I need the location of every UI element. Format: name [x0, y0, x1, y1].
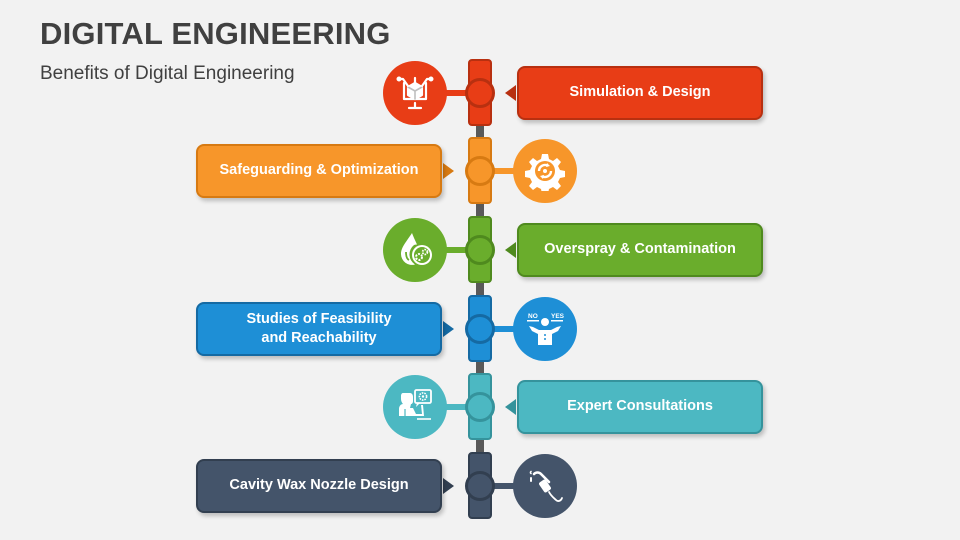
connector-line: [480, 325, 520, 332]
svg-text:YES: YES: [551, 313, 565, 320]
gear-cycle-icon: [525, 151, 565, 191]
timeline-node: [465, 77, 495, 108]
icon-badge: [383, 374, 447, 439]
callout-pointer: [505, 241, 516, 258]
connector-line: [440, 246, 480, 253]
page-subtitle: Benefits of Digital Engineering: [40, 63, 295, 84]
svg-text:NO: NO: [528, 313, 538, 320]
step-label: Simulation & Design: [569, 84, 711, 100]
step-label-box: Simulation & Design: [517, 65, 763, 120]
step-label-box: Expert Consultations: [517, 379, 763, 434]
timeline-node: [465, 155, 495, 186]
callout-pointer: [443, 477, 454, 494]
step-label: Safeguarding & Optimization: [219, 162, 419, 178]
icon-badge: [383, 60, 447, 125]
droplet-bacteria-icon: [395, 230, 435, 270]
step-label: Studies of Feasibility and Reachability: [246, 310, 392, 346]
callout-pointer: [505, 84, 516, 101]
timeline-node: [465, 391, 495, 422]
yes-no-balance-icon: NO YES: [525, 309, 565, 349]
icon-badge: NO YES: [513, 296, 577, 361]
fuel-nozzle-icon: [525, 466, 565, 506]
spine-link: [476, 438, 484, 454]
icon-badge: [513, 138, 577, 203]
consultant-icon: [395, 387, 435, 427]
connector-line: [440, 403, 480, 410]
step-label-box: Cavity Wax Nozzle Design: [196, 458, 442, 513]
timeline-node: [465, 470, 495, 501]
callout-pointer: [443, 320, 454, 337]
timeline-node: [465, 313, 495, 344]
connector-line: [480, 482, 520, 489]
timeline-node: [465, 234, 495, 265]
computer-cube-icon: [395, 73, 435, 113]
page-title: DIGITAL ENGINEERING: [40, 16, 391, 51]
spine-link: [476, 360, 484, 375]
icon-badge: [513, 453, 577, 518]
step-label-box: Safeguarding & Optimization: [196, 143, 442, 198]
step-label-box: Studies of Feasibility and Reachability: [196, 301, 442, 356]
callout-pointer: [505, 398, 516, 415]
step-label: Cavity Wax Nozzle Design: [229, 477, 409, 493]
step-label: Overspray & Contamination: [544, 241, 736, 257]
connector-line: [480, 167, 520, 174]
spine-link: [476, 281, 484, 297]
connector-line: [440, 89, 480, 96]
callout-pointer: [443, 162, 454, 179]
icon-badge: [383, 217, 447, 282]
spine-link: [476, 202, 484, 218]
step-label: Expert Consultations: [567, 398, 713, 414]
step-label-box: Overspray & Contamination: [517, 222, 763, 277]
spine-link: [476, 124, 484, 139]
